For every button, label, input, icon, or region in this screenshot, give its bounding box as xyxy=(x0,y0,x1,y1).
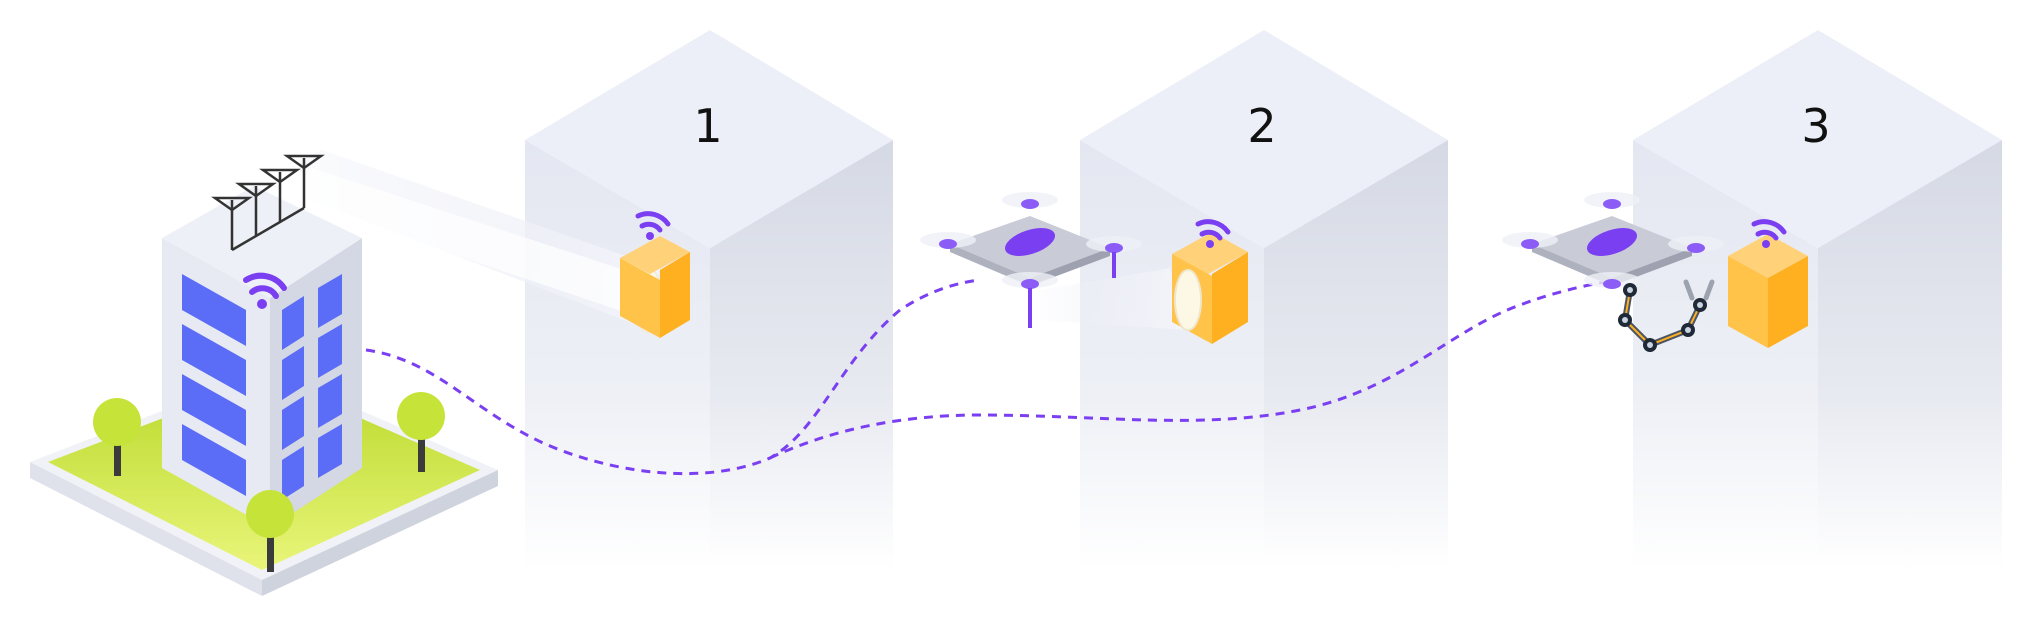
step-label-2: 2 xyxy=(1247,99,1276,153)
step-label-1: 1 xyxy=(693,99,722,153)
pillar-3 xyxy=(1633,30,2002,570)
step-label-3: 3 xyxy=(1801,99,1830,153)
gripper-arm-icon xyxy=(1618,279,1715,352)
package-box-3 xyxy=(1728,234,1808,348)
drone-icon xyxy=(920,192,1142,328)
drone-icon xyxy=(1502,192,1724,289)
wifi-icon xyxy=(1195,219,1231,248)
building-windows xyxy=(182,274,342,500)
wifi-icon xyxy=(1751,219,1787,248)
wifi-icon xyxy=(243,272,287,309)
antenna-icon xyxy=(211,154,325,252)
tree-icon xyxy=(93,398,141,476)
flight-path-line xyxy=(769,278,1621,460)
tree-icon xyxy=(397,392,445,472)
tree-icon xyxy=(246,490,294,572)
office-building-scene xyxy=(30,154,498,596)
package-box-1 xyxy=(620,236,690,338)
package-box-2 xyxy=(1172,232,1248,344)
wifi-icon xyxy=(635,211,671,240)
